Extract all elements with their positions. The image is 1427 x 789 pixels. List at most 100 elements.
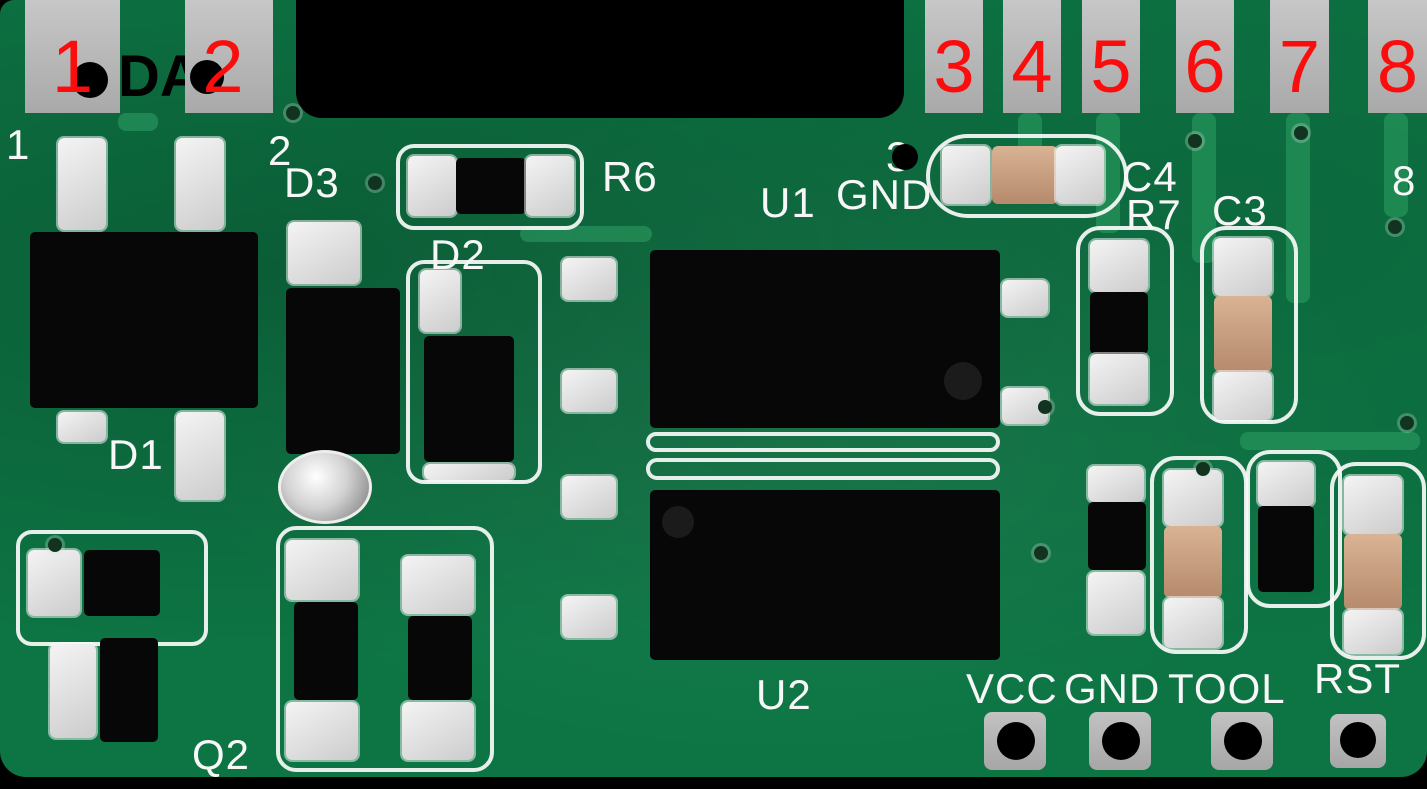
pin-number-4: 4 xyxy=(1011,25,1053,108)
tool-hole xyxy=(1224,722,1262,760)
pin-number-2: 2 xyxy=(202,25,244,108)
solder-pad xyxy=(402,556,474,614)
solder-pad xyxy=(1088,466,1144,502)
via xyxy=(1388,220,1402,234)
component-body xyxy=(1088,502,1146,570)
rst-hole xyxy=(1340,722,1376,758)
solder-pad xyxy=(1090,354,1148,404)
silkscreen-bar xyxy=(646,432,1000,452)
copper-trace xyxy=(118,113,158,131)
component-body xyxy=(100,638,158,742)
component-q2-body xyxy=(84,550,160,616)
label-vcc: VCC xyxy=(966,665,1058,712)
pin-number-1: 1 xyxy=(51,25,94,108)
pin-number-6: 6 xyxy=(1184,25,1226,108)
component-c4-body xyxy=(992,146,1058,204)
solder-pad xyxy=(1214,238,1272,296)
solder-pad xyxy=(286,540,358,600)
pin-number-5: 5 xyxy=(1090,25,1132,108)
solder-pad xyxy=(1214,372,1272,420)
silkscreen-bar xyxy=(646,458,1000,480)
solder-pad xyxy=(286,702,358,760)
solder-pad xyxy=(1258,462,1314,506)
solder-pad xyxy=(176,138,224,230)
label-tool: TOOL xyxy=(1168,665,1286,712)
solder-pad xyxy=(408,156,456,216)
component-body xyxy=(1344,534,1402,610)
solder-pad xyxy=(58,138,106,230)
pin-number-7: 7 xyxy=(1278,25,1321,108)
label-u1: U1 xyxy=(760,179,816,226)
solder-blob xyxy=(278,450,372,524)
solder-pad xyxy=(1056,146,1104,204)
solder-pad xyxy=(526,156,574,216)
copper-trace xyxy=(1286,113,1310,303)
silkscreen-number-1: 1 xyxy=(6,121,30,168)
label-d2: D2 xyxy=(430,231,486,278)
silkscreen-outline-c4 xyxy=(926,134,1128,218)
solder-pad xyxy=(288,222,360,284)
label-r7: R7 xyxy=(1126,191,1182,238)
via xyxy=(368,176,382,190)
solder-pad xyxy=(1344,476,1402,534)
edge-pad-3 xyxy=(925,0,983,113)
pad2-hole xyxy=(190,60,224,94)
silkscreen-outline xyxy=(1246,450,1342,608)
silkscreen-outline xyxy=(1330,462,1426,660)
gnd-hole xyxy=(892,144,918,170)
u2-pin1-dot xyxy=(662,506,694,538)
via xyxy=(1294,126,1308,140)
component-d3-body xyxy=(286,288,400,454)
solder-pad xyxy=(28,550,80,616)
component-d1-body xyxy=(30,232,258,408)
solder-pad xyxy=(1344,610,1402,654)
component-c3-body xyxy=(1214,296,1272,372)
solder-pad xyxy=(1164,470,1222,526)
component-u1-body xyxy=(650,250,1000,428)
vcc-hole xyxy=(997,722,1035,760)
solder-pad xyxy=(942,146,990,204)
edge-pad-6 xyxy=(1176,0,1234,113)
solder-pad xyxy=(420,270,460,332)
silkscreen-outline-r6 xyxy=(396,144,584,230)
edge-pad-2 xyxy=(185,0,273,113)
via xyxy=(48,538,62,552)
solder-pad xyxy=(402,702,474,760)
solder-pad xyxy=(176,412,224,500)
copper-trace xyxy=(1384,113,1408,217)
edge-pad-5 xyxy=(1082,0,1140,113)
via xyxy=(286,106,300,120)
solder-pad xyxy=(58,412,106,442)
silkscreen-outline-d2 xyxy=(406,260,542,484)
edge-pad-1 xyxy=(25,0,120,113)
solder-pad xyxy=(562,258,616,300)
label-d3: D3 xyxy=(284,159,340,206)
solder-pad xyxy=(424,464,514,480)
via xyxy=(1038,400,1052,414)
board-top-notch xyxy=(296,0,904,118)
pin-number-3: 3 xyxy=(933,25,975,108)
via xyxy=(1196,462,1210,476)
label-q2: Q2 xyxy=(192,731,251,778)
component-body xyxy=(1258,506,1314,592)
gnd-hole xyxy=(1102,722,1140,760)
solder-pad xyxy=(1164,598,1222,648)
component-body xyxy=(294,602,358,700)
solder-pad xyxy=(562,476,616,518)
component-body xyxy=(408,616,472,700)
silkscreen-number-8: 8 xyxy=(1392,157,1416,204)
edge-pad-4 xyxy=(1003,0,1061,113)
silkscreen-outline-r7 xyxy=(1076,226,1174,416)
component-d2-body xyxy=(424,336,514,462)
label-u1-gnd: GND xyxy=(836,171,933,218)
component-body xyxy=(1164,526,1222,598)
edge-pad-7 xyxy=(1270,0,1329,113)
label-c3: C3 xyxy=(1212,187,1268,234)
via xyxy=(1188,134,1202,148)
label-c4: C4 xyxy=(1122,153,1178,200)
via xyxy=(1034,546,1048,560)
solder-pad xyxy=(50,644,96,738)
pad1-hole xyxy=(72,62,108,98)
solder-pad xyxy=(1090,240,1148,292)
